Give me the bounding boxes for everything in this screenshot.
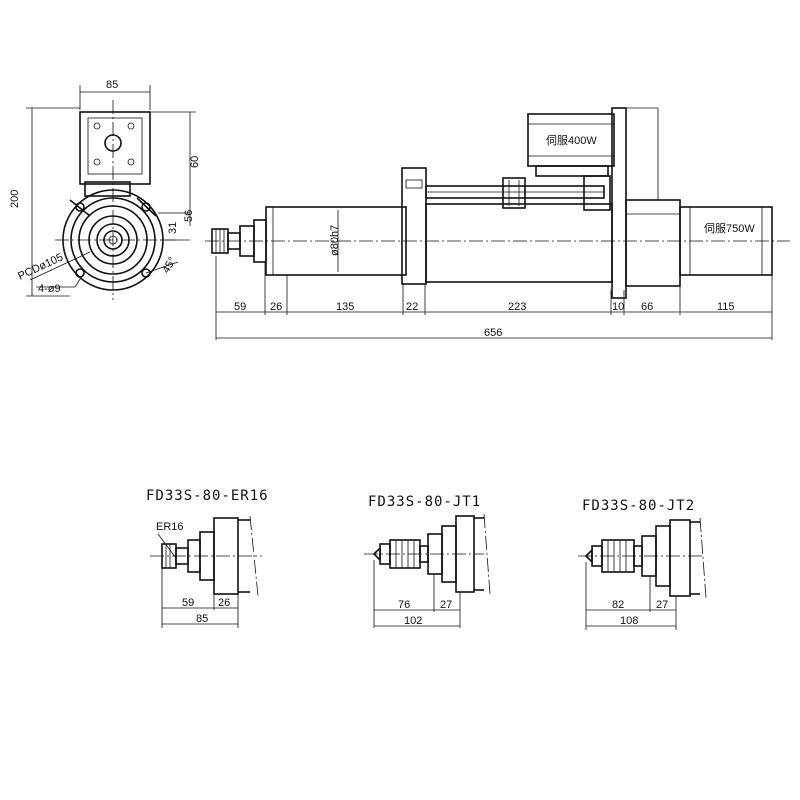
diameter-label: ø80h7 [329,225,341,256]
variant-er16: FD33S-80-ER16 ER16 59 26 85 [146,488,269,628]
dim-85: 85 [106,79,118,91]
collet-label: ER16 [156,521,184,533]
main-view: ø80h7 伺服400W 伺服750W [205,107,790,340]
variant-jt2: FD33S-80-JT2 82 27 108 [578,498,707,630]
variant-title: FD33S-80-JT2 [582,498,695,514]
dim-b: 26 [218,597,230,609]
dim-60: 60 [189,156,201,168]
motor-400w-label: 伺服400W [546,134,597,147]
dim-b: 27 [656,599,668,611]
variant-title: FD33S-80-JT1 [368,494,481,510]
dim-66: 66 [641,301,653,313]
dim-656: 656 [484,327,502,339]
dim-b: 27 [440,599,452,611]
dim-a: 59 [182,597,194,609]
side-view: 85 200 60 56 31 [9,79,201,300]
variant-title: FD33S-80-ER16 [146,488,269,504]
dim-10: 10 [612,301,624,313]
dim-26: 26 [270,301,282,313]
dim-223: 223 [508,301,526,313]
dim-total: 108 [620,615,638,627]
dim-59: 59 [234,301,246,313]
motor-750w-label: 伺服750W [704,222,755,235]
angle-45: 45° [160,255,179,275]
dim-a: 76 [398,599,410,611]
dim-31: 31 [167,222,179,234]
dim-56: 56 [183,210,195,222]
dim-22: 22 [406,301,418,313]
dim-total: 102 [404,615,422,627]
dim-115: 115 [717,301,735,313]
variant-jt1: FD33S-80-JT1 76 27 102 [364,494,491,628]
dim-200: 200 [9,190,21,208]
dim-a: 82 [612,599,624,611]
dim-total: 85 [196,613,208,625]
dim-135: 135 [336,301,354,313]
holes-label: 4-ø9 [38,283,61,295]
